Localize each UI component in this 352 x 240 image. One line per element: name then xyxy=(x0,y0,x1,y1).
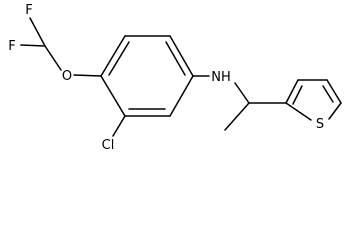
bond-ring-1-inner xyxy=(108,41,130,76)
bond-thio-5 xyxy=(285,102,312,121)
bond-ch-methyl xyxy=(224,102,250,131)
bond-c-o xyxy=(44,45,62,71)
atom-oxygen: O xyxy=(62,69,72,84)
atom-fluorine-top: F xyxy=(25,3,32,18)
bond-thio-1 xyxy=(285,79,299,104)
bond-ring-3 xyxy=(169,35,194,77)
atom-sulfur: S xyxy=(316,117,324,132)
bond-c-cl xyxy=(112,115,126,137)
atom-chlorine: Cl xyxy=(102,138,115,153)
bond-cf-top xyxy=(29,17,46,47)
atom-amine: NH xyxy=(211,70,231,85)
bond-thio-1-inner xyxy=(292,85,303,105)
bond-thio-3 xyxy=(326,79,342,104)
bond-n-ch xyxy=(234,82,250,104)
bond-o-ring xyxy=(73,74,102,77)
bond-thio-4 xyxy=(328,102,342,120)
bond-ring-4 xyxy=(169,75,194,117)
bond-ring-6 xyxy=(100,75,126,117)
chemical-structure-diagram: F F O NH Cl S xyxy=(8,3,342,153)
bond-thio-3-inner xyxy=(322,85,334,103)
bond-ring-3-inner xyxy=(165,41,186,76)
structure-canvas: F F O NH Cl S xyxy=(8,3,342,153)
bond-ring-1 xyxy=(100,35,126,77)
bond-cf-bottom xyxy=(20,44,46,47)
atom-fluorine-bottom: F xyxy=(8,39,15,54)
